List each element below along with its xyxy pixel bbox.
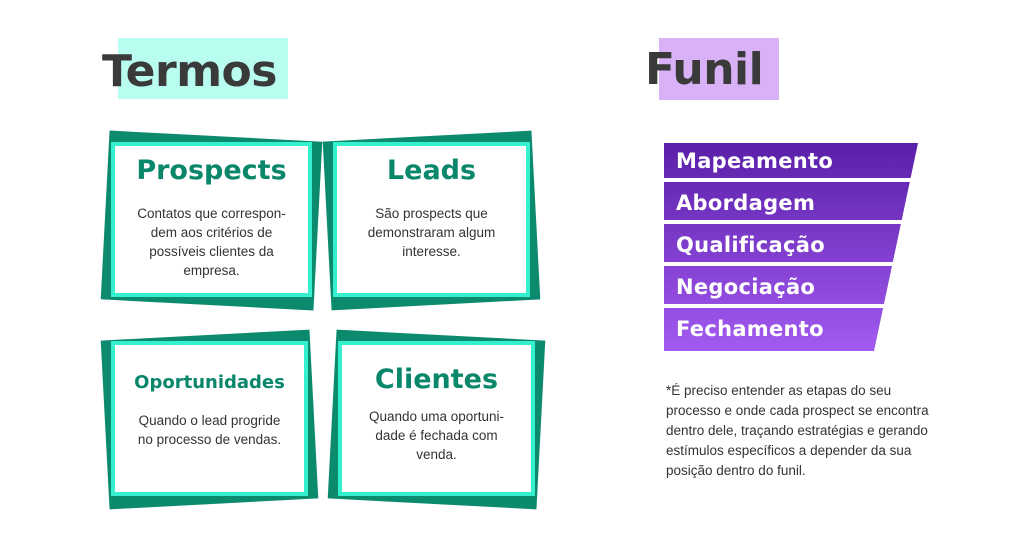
card-title: Prospects (136, 155, 287, 186)
funnel-body (664, 143, 918, 351)
termos-title: Termos (102, 46, 277, 97)
card-text: Contatos que correspon-dem aos critérios… (137, 205, 286, 278)
termos-highlight (118, 38, 288, 99)
card-clientes: Clientes Quando uma oportuni-dade é fech… (327, 329, 546, 510)
card-title: Oportunidades (134, 372, 285, 393)
funil-highlight (659, 38, 779, 100)
card-prospects: Prospects Contatos que correspon-dem aos… (100, 130, 323, 311)
funnel-stage-mapeamento: Mapeamento (676, 149, 834, 173)
card-box: Clientes Quando uma oportuni-dade é fech… (338, 341, 535, 496)
card-box: Prospects Contatos que correspon-dem aos… (111, 142, 312, 297)
funnel-shape (664, 143, 918, 351)
funnel-stage-fechamento: Fechamento (676, 317, 824, 341)
funnel-stage-negociacao: Negociação (676, 275, 816, 299)
sales-funnel: Mapeamento Abordagem Qualificação Negoci… (664, 143, 918, 351)
funnel-note: *É preciso entender as etapas do seu pro… (666, 383, 929, 478)
card-title: Clientes (374, 364, 499, 395)
funil-title: Funil (645, 44, 764, 95)
funnel-stage-abordagem: Abordagem (676, 191, 816, 215)
card-title: Leads (386, 155, 477, 186)
funnel-stage-qualificacao: Qualificação (676, 233, 825, 257)
